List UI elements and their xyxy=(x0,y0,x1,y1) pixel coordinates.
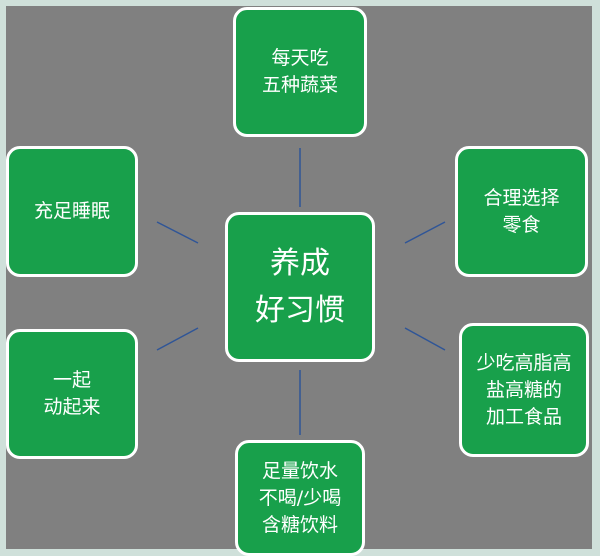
node-lower-left-label: 一起 动起来 xyxy=(43,369,101,418)
node-upper-left: 充足睡眠 xyxy=(6,146,138,277)
node-center: 养成 好习惯 xyxy=(225,212,375,362)
node-lower-right: 少吃高脂高 盐高糖的 加工食品 xyxy=(459,323,589,457)
connector-lower-left xyxy=(156,327,199,351)
connector-upper-right xyxy=(404,221,446,244)
node-lower-right-label: 少吃高脂高 盐高糖的 加工食品 xyxy=(476,351,572,428)
node-top-label: 每天吃 五种蔬菜 xyxy=(261,47,338,96)
node-bottom-label: 足量饮水 不喝/少喝 含糖饮料 xyxy=(258,459,342,536)
node-bottom: 足量饮水 不喝/少喝 含糖饮料 xyxy=(235,440,365,556)
node-top: 每天吃 五种蔬菜 xyxy=(233,7,367,137)
node-upper-right-label: 合理选择 零食 xyxy=(483,186,560,236)
connector-upper-left xyxy=(156,221,199,244)
node-lower-left: 一起 动起来 xyxy=(6,329,138,459)
node-upper-left-label: 充足睡眠 xyxy=(33,200,110,222)
node-center-label: 养成 好习惯 xyxy=(255,246,345,328)
connector-lower-right xyxy=(404,327,446,351)
node-upper-right: 合理选择 零食 xyxy=(455,146,588,277)
